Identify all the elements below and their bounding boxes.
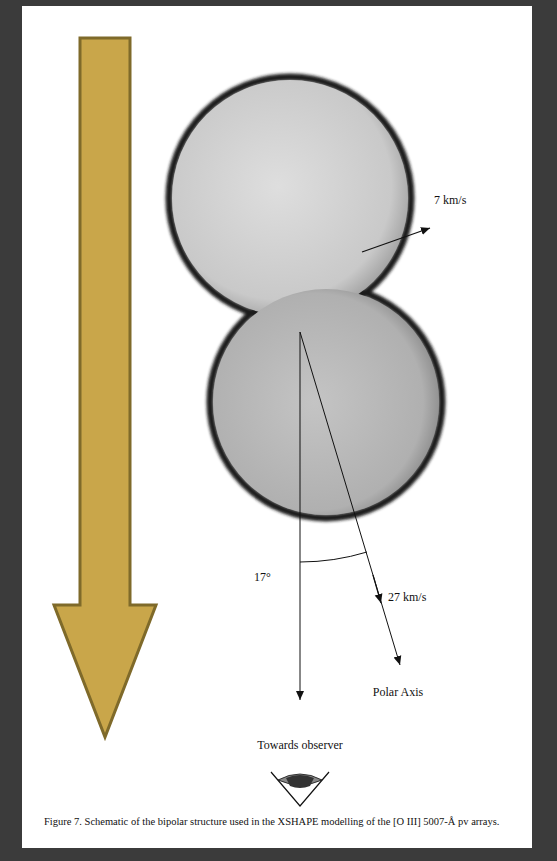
observer-eye bbox=[271, 772, 329, 806]
gold-arrow bbox=[54, 38, 156, 737]
direction-label: Towards observer bbox=[257, 738, 342, 752]
angle-label: 17° bbox=[254, 570, 271, 584]
figure-caption: Figure 7. Schematic of the bipolar struc… bbox=[44, 815, 522, 828]
velocity-label: 27 km/s bbox=[388, 590, 426, 604]
axis-label: Polar Axis bbox=[373, 685, 423, 699]
velocity-label: 7 km/s bbox=[434, 193, 466, 207]
